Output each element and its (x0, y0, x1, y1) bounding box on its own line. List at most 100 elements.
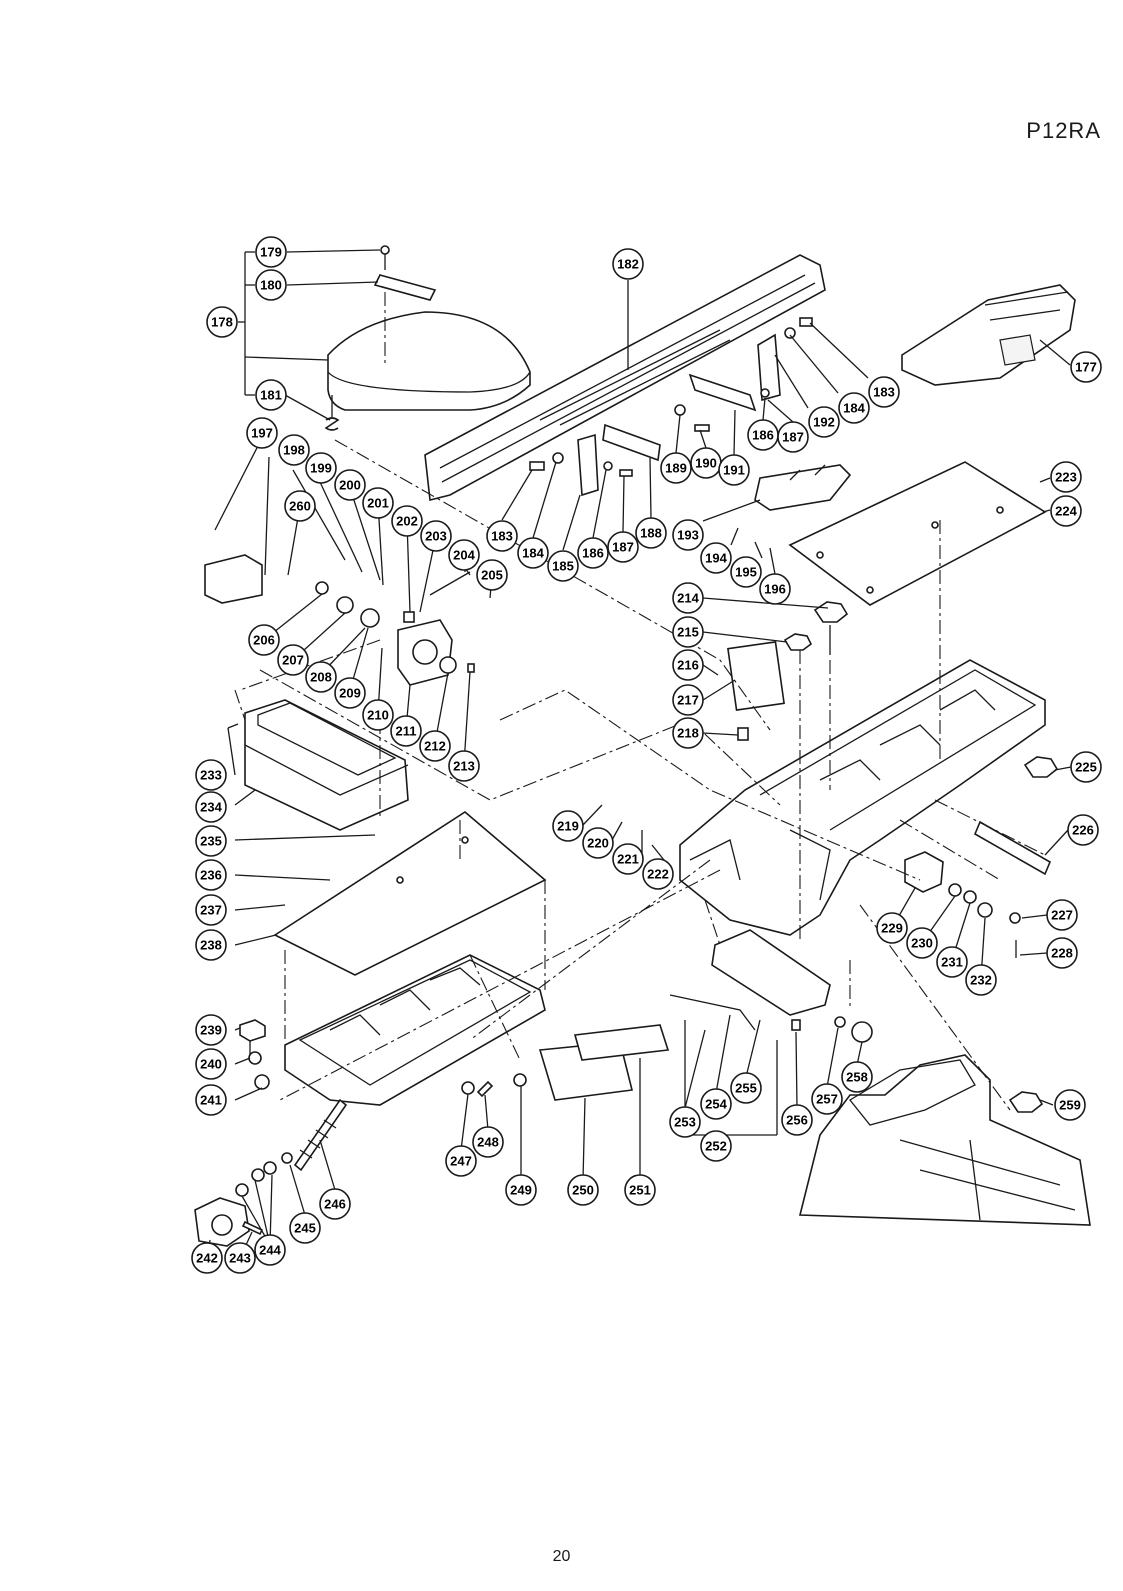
callout-250: 250 (567, 1174, 599, 1206)
callout-259: 259 (1054, 1089, 1086, 1121)
callout-212: 212 (419, 730, 451, 762)
svg-text:194: 194 (705, 551, 727, 566)
svg-text:184: 184 (522, 546, 544, 561)
callout-178: 178 (206, 306, 238, 338)
callout-188: 188 (635, 517, 667, 549)
callout-210: 210 (362, 699, 394, 731)
callout-186-left: 186 (577, 537, 609, 569)
svg-text:180: 180 (260, 278, 282, 293)
svg-text:258: 258 (846, 1070, 868, 1085)
svg-text:217: 217 (677, 693, 699, 708)
svg-text:197: 197 (251, 426, 273, 441)
callout-186-right: 186 (747, 419, 779, 451)
svg-text:208: 208 (310, 670, 332, 685)
callout-244: 244 (254, 1234, 286, 1266)
page-number: 20 (552, 1548, 571, 1565)
svg-text:223: 223 (1055, 470, 1077, 485)
callout-218: 218 (672, 717, 704, 749)
callout-195: 195 (730, 556, 762, 588)
svg-text:204: 204 (453, 548, 475, 563)
callout-237: 237 (195, 894, 227, 926)
callout-255: 255 (730, 1072, 762, 1104)
callout-185: 185 (547, 550, 579, 582)
callout-252: 252 (700, 1130, 732, 1162)
callout-219: 219 (552, 810, 584, 842)
svg-text:177: 177 (1075, 360, 1097, 375)
assembly-lines (234, 292, 1046, 1111)
svg-text:189: 189 (665, 461, 687, 476)
callout-184-right: 184 (838, 392, 870, 424)
callout-221: 221 (612, 843, 644, 875)
svg-text:260: 260 (289, 499, 311, 514)
svg-text:235: 235 (200, 834, 222, 849)
callout-248: 248 (472, 1126, 504, 1158)
svg-text:257: 257 (816, 1092, 838, 1107)
callout-194: 194 (700, 542, 732, 574)
callout-202: 202 (391, 505, 423, 537)
callout-234: 234 (195, 791, 227, 823)
part-drawings (194, 245, 1091, 1247)
svg-text:188: 188 (640, 526, 662, 541)
callouts: 177 178 179 180 181 182 183 183 184 184 … (191, 236, 1102, 1274)
callout-254: 254 (700, 1088, 732, 1120)
callout-245: 245 (289, 1212, 321, 1244)
callout-181: 181 (255, 379, 287, 411)
svg-text:252: 252 (705, 1139, 727, 1154)
callout-243: 243 (224, 1242, 256, 1274)
svg-text:256: 256 (786, 1113, 808, 1128)
svg-text:178: 178 (211, 315, 233, 330)
svg-text:240: 240 (200, 1057, 222, 1072)
svg-text:250: 250 (572, 1183, 594, 1198)
callout-222: 222 (642, 858, 674, 890)
part-machine-partial (798, 1054, 1091, 1226)
callout-187-right: 187 (777, 421, 809, 453)
callout-220: 220 (582, 827, 614, 859)
svg-text:229: 229 (881, 921, 903, 936)
callout-228: 228 (1046, 937, 1078, 969)
callout-177: 177 (1070, 351, 1102, 383)
callout-207: 207 (277, 644, 309, 676)
svg-text:218: 218 (677, 726, 699, 741)
callout-257: 257 (811, 1083, 843, 1115)
callout-241: 241 (195, 1084, 227, 1116)
callout-199: 199 (305, 452, 337, 484)
svg-text:202: 202 (396, 514, 418, 529)
part-main-body (679, 659, 1046, 936)
callout-231: 231 (936, 946, 968, 978)
svg-text:255: 255 (735, 1081, 757, 1096)
svg-text:228: 228 (1051, 946, 1073, 961)
callout-239: 239 (195, 1014, 227, 1046)
svg-text:236: 236 (200, 868, 222, 883)
callout-187-left: 187 (607, 531, 639, 563)
callout-179: 179 (255, 236, 287, 268)
svg-text:187: 187 (612, 540, 634, 555)
svg-text:239: 239 (200, 1023, 222, 1038)
callout-211: 211 (390, 715, 422, 747)
svg-text:241: 241 (200, 1093, 222, 1108)
svg-text:193: 193 (677, 528, 699, 543)
svg-text:205: 205 (481, 568, 503, 583)
callout-240: 240 (195, 1048, 227, 1080)
svg-text:201: 201 (367, 496, 389, 511)
svg-text:184: 184 (843, 401, 865, 416)
svg-text:212: 212 (424, 739, 446, 754)
callout-205: 205 (476, 559, 508, 591)
svg-text:231: 231 (941, 955, 963, 970)
svg-text:227: 227 (1051, 908, 1073, 923)
svg-text:185: 185 (552, 559, 574, 574)
callout-214: 214 (672, 582, 704, 614)
svg-text:245: 245 (294, 1221, 316, 1236)
svg-text:191: 191 (723, 463, 745, 478)
callout-191: 191 (718, 454, 750, 486)
svg-text:230: 230 (911, 936, 933, 951)
callout-224: 224 (1050, 495, 1082, 527)
svg-text:216: 216 (677, 658, 699, 673)
svg-text:244: 244 (259, 1243, 281, 1258)
svg-text:186: 186 (582, 546, 604, 561)
svg-text:203: 203 (425, 529, 447, 544)
callout-235: 235 (195, 825, 227, 857)
svg-text:238: 238 (200, 938, 222, 953)
svg-text:207: 207 (282, 653, 304, 668)
callout-230: 230 (906, 927, 938, 959)
svg-text:243: 243 (229, 1251, 251, 1266)
